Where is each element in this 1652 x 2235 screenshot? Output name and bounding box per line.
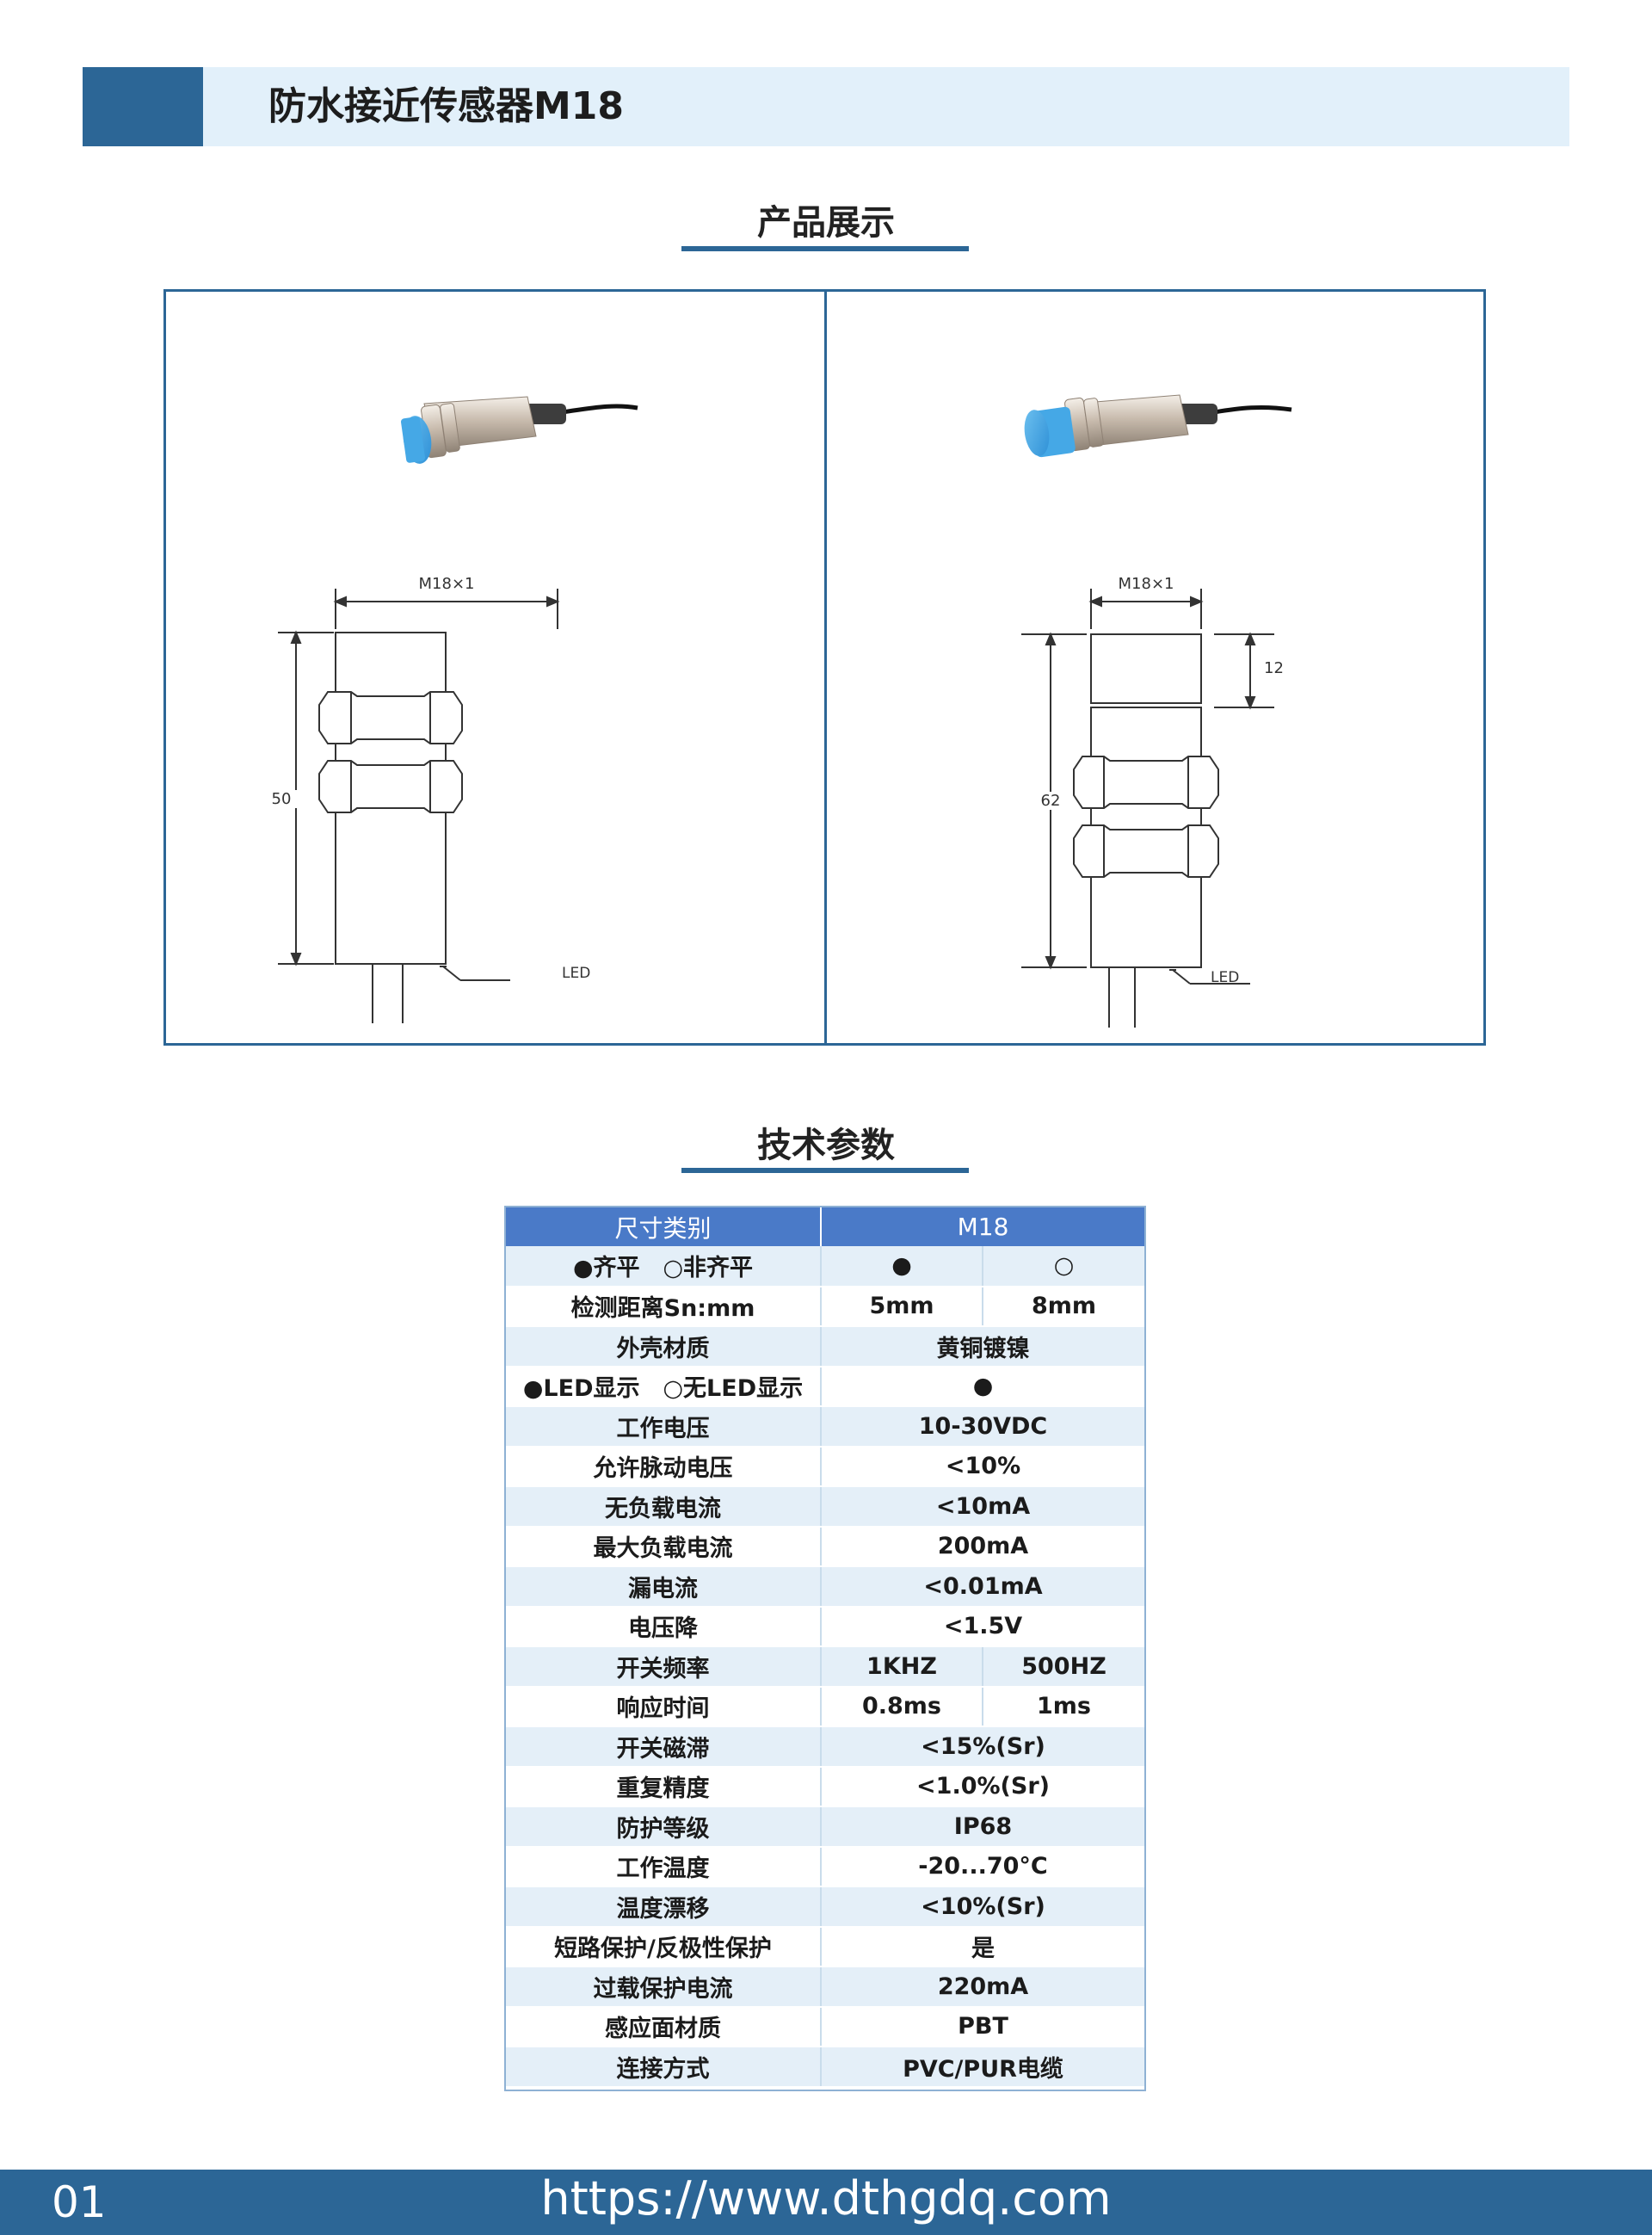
table-row: 工作电压 10-30VDC xyxy=(506,1406,1145,1448)
spec-label: 工作温度 xyxy=(506,1846,822,1887)
spec-value: 200mA xyxy=(821,1526,1145,1567)
table-row: 连接方式 PVC/PUR电缆 xyxy=(506,2047,1145,2088)
spec-value: 5mm xyxy=(821,1286,983,1327)
website-link[interactable]: https://www.dthgdq.com xyxy=(540,2171,1112,2226)
spec-value: <0.01mA xyxy=(821,1566,1145,1608)
table-row: 开关频率 1KHZ 500HZ xyxy=(506,1646,1145,1688)
table-row: 防护等级 IP68 xyxy=(506,1806,1145,1848)
table-row: 感应面材质 PBT xyxy=(506,2006,1145,2047)
page-number: 01 xyxy=(52,2177,107,2227)
nonflush-protrusion-label: 12 xyxy=(1264,659,1284,677)
spec-table: 尺寸类别 M18 ●齐平 ○非齐平 ● ○ 检测距离Sn:mm 5mm 8mm … xyxy=(506,1207,1145,2088)
product-section-underline xyxy=(681,246,969,251)
spec-label: 过载保护电流 xyxy=(506,1966,822,2008)
spec-label: 短路保护/反极性保护 xyxy=(506,1926,822,1967)
table-row: 重复精度 <1.0%(Sr) xyxy=(506,1766,1145,1807)
spec-value: ● xyxy=(821,1366,1145,1407)
header-band xyxy=(203,67,1569,146)
table-row: ●齐平 ○非齐平 ● ○ xyxy=(506,1246,1145,1287)
table-row: 开关磁滞 <15%(Sr) xyxy=(506,1726,1145,1768)
product-section-title: 产品展示 xyxy=(757,203,895,243)
spec-label: 开关磁滞 xyxy=(506,1726,822,1768)
spec-label: 漏电流 xyxy=(506,1566,822,1608)
spec-value: 220mA xyxy=(821,1966,1145,2008)
spec-value: -20...70°C xyxy=(821,1846,1145,1887)
flush-thread-label: M18×1 xyxy=(418,575,475,593)
table-row: 响应时间 0.8ms 1ms xyxy=(506,1686,1145,1727)
product-panel-nonflush: M18×1 62 12 LED xyxy=(827,292,1485,1043)
spec-value: <10mA xyxy=(821,1486,1145,1528)
header-accent-block xyxy=(83,67,203,146)
spec-section-underline xyxy=(681,1168,969,1173)
table-row: 过载保护电流 220mA xyxy=(506,1966,1145,2008)
spec-label: 感应面材质 xyxy=(506,2006,822,2047)
nonflush-sensor-illustration xyxy=(1021,394,1292,1028)
flush-sensor-illustration xyxy=(278,396,638,1023)
nonflush-length-label: 62 xyxy=(1033,792,1068,810)
table-row: 工作温度 -20...70°C xyxy=(506,1846,1145,1887)
spec-label: 响应时间 xyxy=(506,1686,822,1727)
table-row: 温度漂移 <10%(Sr) xyxy=(506,1886,1145,1928)
flush-sensor-drawing xyxy=(278,589,560,1023)
flush-length-label: 50 xyxy=(264,790,299,808)
spec-value: <15%(Sr) xyxy=(821,1726,1145,1768)
flush-sensor-photo xyxy=(401,396,638,464)
spec-label: 防护等级 xyxy=(506,1806,822,1848)
nonflush-led-label: LED xyxy=(1211,969,1240,986)
spec-label: 工作电压 xyxy=(506,1406,822,1448)
spec-label: 连接方式 xyxy=(506,2047,822,2088)
table-row: 最大负载电流 200mA xyxy=(506,1526,1145,1567)
spec-value: <10%(Sr) xyxy=(821,1886,1145,1928)
table-row: 短路保护/反极性保护 是 xyxy=(506,1926,1145,1967)
spec-value: 1ms xyxy=(983,1686,1145,1727)
spec-value: IP68 xyxy=(821,1806,1145,1848)
spec-section-title: 技术参数 xyxy=(757,1126,895,1165)
spec-label: 无负载电流 xyxy=(506,1486,822,1528)
spec-value: ○ xyxy=(983,1246,1145,1287)
spec-label: 重复精度 xyxy=(506,1766,822,1807)
spec-value: ● xyxy=(821,1246,983,1287)
spec-label: ●齐平 ○非齐平 xyxy=(506,1246,822,1287)
spec-value: 10-30VDC xyxy=(821,1406,1145,1448)
spec-label: 允许脉动电压 xyxy=(506,1446,822,1487)
spec-value: <1.0%(Sr) xyxy=(821,1766,1145,1807)
spec-header-category: 尺寸类别 xyxy=(506,1207,822,1246)
table-row: 漏电流 <0.01mA xyxy=(506,1566,1145,1608)
spec-label: 电压降 xyxy=(506,1606,822,1647)
product-box-divider xyxy=(824,289,827,1046)
table-row: 检测距离Sn:mm 5mm 8mm xyxy=(506,1286,1145,1327)
product-panel-flush: M18×1 50 LED xyxy=(166,292,824,1043)
spec-value: 是 xyxy=(821,1926,1145,1967)
spec-value: 8mm xyxy=(983,1286,1145,1327)
table-row: 外壳材质 黄铜镀镍 xyxy=(506,1326,1145,1368)
spec-value: 1KHZ xyxy=(821,1646,983,1688)
spec-label: 开关频率 xyxy=(506,1646,822,1688)
spec-value: 0.8ms xyxy=(821,1686,983,1727)
nonflush-sensor-drawing xyxy=(1021,589,1274,1028)
spec-label: 最大负载电流 xyxy=(506,1526,822,1567)
spec-value: 黄铜镀镍 xyxy=(821,1326,1145,1368)
spec-label: 温度漂移 xyxy=(506,1886,822,1928)
spec-value: PBT xyxy=(821,2006,1145,2047)
table-row: 无负载电流 <10mA xyxy=(506,1486,1145,1528)
spec-label: 外壳材质 xyxy=(506,1326,822,1368)
footer-bar xyxy=(0,2170,1652,2235)
spec-value: <1.5V xyxy=(821,1606,1145,1647)
table-row: ●LED显示 ○无LED显示 ● xyxy=(506,1366,1145,1407)
flush-led-label: LED xyxy=(562,965,591,982)
spec-value: PVC/PUR电缆 xyxy=(821,2047,1145,2088)
spec-header-row: 尺寸类别 M18 xyxy=(506,1207,1145,1246)
spec-label: ●LED显示 ○无LED显示 xyxy=(506,1366,822,1407)
spec-label: 检测距离Sn:mm xyxy=(506,1286,822,1327)
nonflush-thread-label: M18×1 xyxy=(1118,575,1174,593)
nonflush-sensor-photo xyxy=(1024,394,1292,458)
table-row: 允许脉动电压 <10% xyxy=(506,1446,1145,1487)
spec-header-model: M18 xyxy=(821,1207,1145,1246)
spec-value: 500HZ xyxy=(983,1646,1145,1688)
page-title: 防水接近传感器M18 xyxy=(268,84,625,128)
table-row: 电压降 <1.5V xyxy=(506,1606,1145,1647)
spec-value: <10% xyxy=(821,1446,1145,1487)
